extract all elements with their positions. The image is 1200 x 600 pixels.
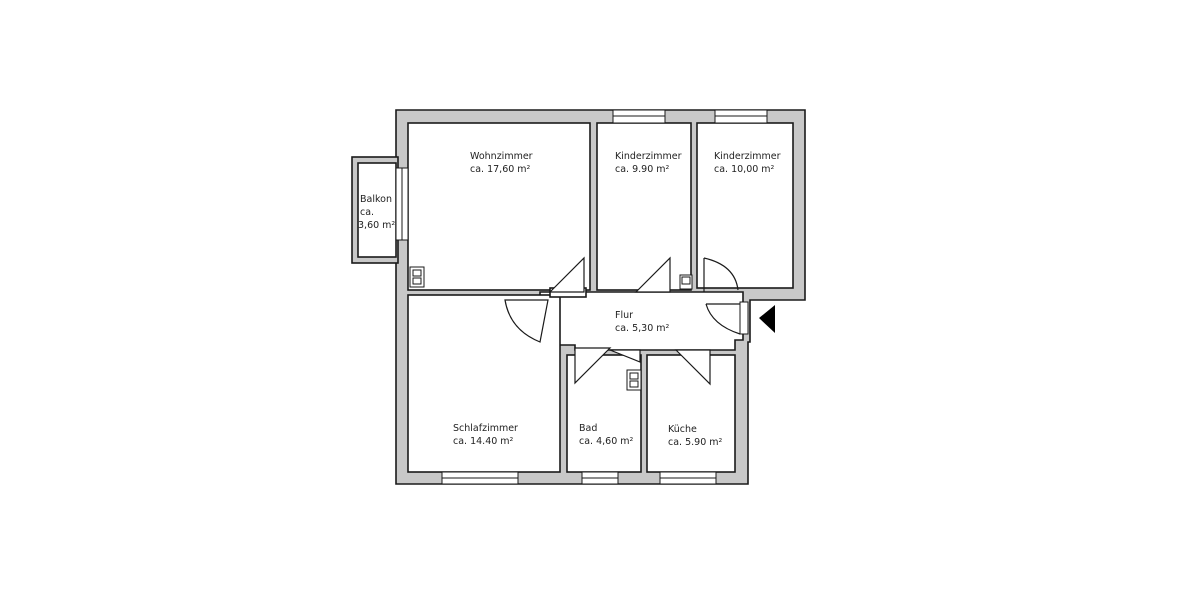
- room-label-kinderzimmer-2: Kinderzimmer: [714, 151, 781, 162]
- door-kueche: [674, 349, 711, 386]
- door-bad: [574, 347, 641, 385]
- room-balkon: [357, 162, 397, 258]
- room-label-kinderzimmer-1: Kinderzimmer: [615, 151, 682, 162]
- door-wohnzimmer: [504, 256, 587, 343]
- entrance-arrow-icon: [759, 305, 775, 333]
- door-kinderzimmer-2: [703, 257, 739, 292]
- window-kinderzimmer-2: [714, 109, 768, 124]
- window-kinderzimmer-1: [612, 109, 666, 124]
- room-area-balkon-line1: ca.: [360, 207, 374, 218]
- room-area-kinderzimmer-2: ca. 10,00 m²: [714, 164, 775, 175]
- room-area-schlafzimmer: ca. 14.40 m²: [453, 436, 514, 447]
- door-kinderzimmer-1: [634, 256, 671, 293]
- room-area-kueche: ca. 5.90 m²: [668, 437, 723, 448]
- room-kinderzimmer-2: [696, 122, 794, 289]
- room-label-bad: Bad: [579, 423, 597, 434]
- room-flur: [539, 291, 744, 351]
- shaft-icon: [409, 266, 425, 288]
- window-bad: [581, 471, 619, 485]
- window-kueche: [659, 471, 717, 485]
- room-label-wohnzimmer: Wohnzimmer: [470, 151, 533, 162]
- room-area-flur: ca. 5,30 m²: [615, 323, 670, 334]
- door-entrance: [705, 301, 749, 335]
- room-label-flur: Flur: [615, 310, 633, 321]
- room-wohnzimmer: [407, 122, 591, 291]
- shaft-icon: [679, 274, 693, 290]
- window-wohnzimmer: [395, 167, 409, 241]
- room-area-kinderzimmer-1: ca. 9.90 m²: [615, 164, 670, 175]
- room-label-schlafzimmer: Schlafzimmer: [453, 423, 518, 434]
- shaft-icon: [626, 369, 642, 391]
- room-area-bad: ca. 4,60 m²: [579, 436, 634, 447]
- room-label-kueche: Küche: [668, 424, 697, 435]
- room-kueche: [646, 354, 736, 473]
- room-area-wohnzimmer: ca. 17,60 m²: [470, 164, 531, 175]
- room-kinderzimmer-1: [596, 122, 692, 291]
- room-label-balkon: Balkon: [360, 194, 392, 205]
- window-schlafzimmer: [441, 471, 519, 485]
- room-area-balkon-line2: 3,60 m²: [358, 220, 395, 231]
